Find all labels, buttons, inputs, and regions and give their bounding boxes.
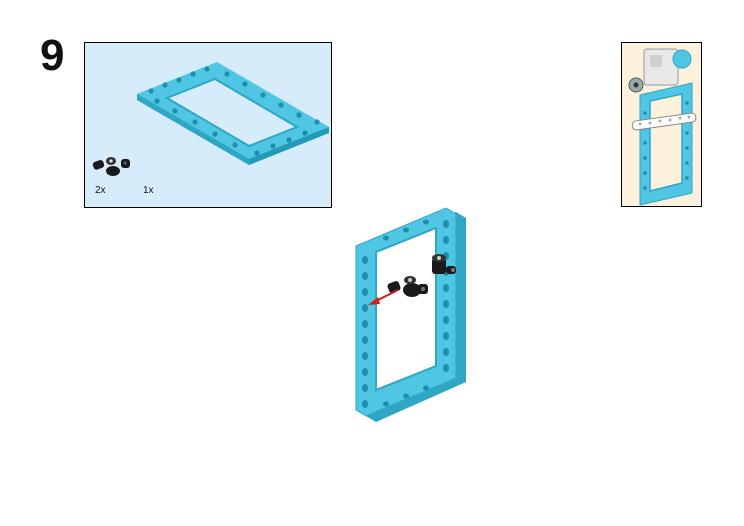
- build-step-illustration: [355, 207, 466, 422]
- beam-frame-icon: [639, 82, 693, 206]
- part-quantity-connector: 2x: [95, 185, 106, 196]
- beam-frame-icon: [355, 207, 466, 422]
- model-preview-callout: [621, 42, 702, 207]
- hub-motor-icon: [628, 48, 692, 93]
- step-number: 9: [40, 31, 65, 80]
- parts-list-callout: 2x 1x: [84, 42, 332, 208]
- connector-peg-icon: [92, 157, 130, 176]
- insert-arrow-icon: [368, 289, 399, 305]
- part-quantity-frame: 1x: [143, 185, 154, 196]
- white-beam-icon: [631, 112, 697, 131]
- beam-frame-icon: [137, 62, 329, 165]
- connector-peg-icon: [432, 254, 456, 274]
